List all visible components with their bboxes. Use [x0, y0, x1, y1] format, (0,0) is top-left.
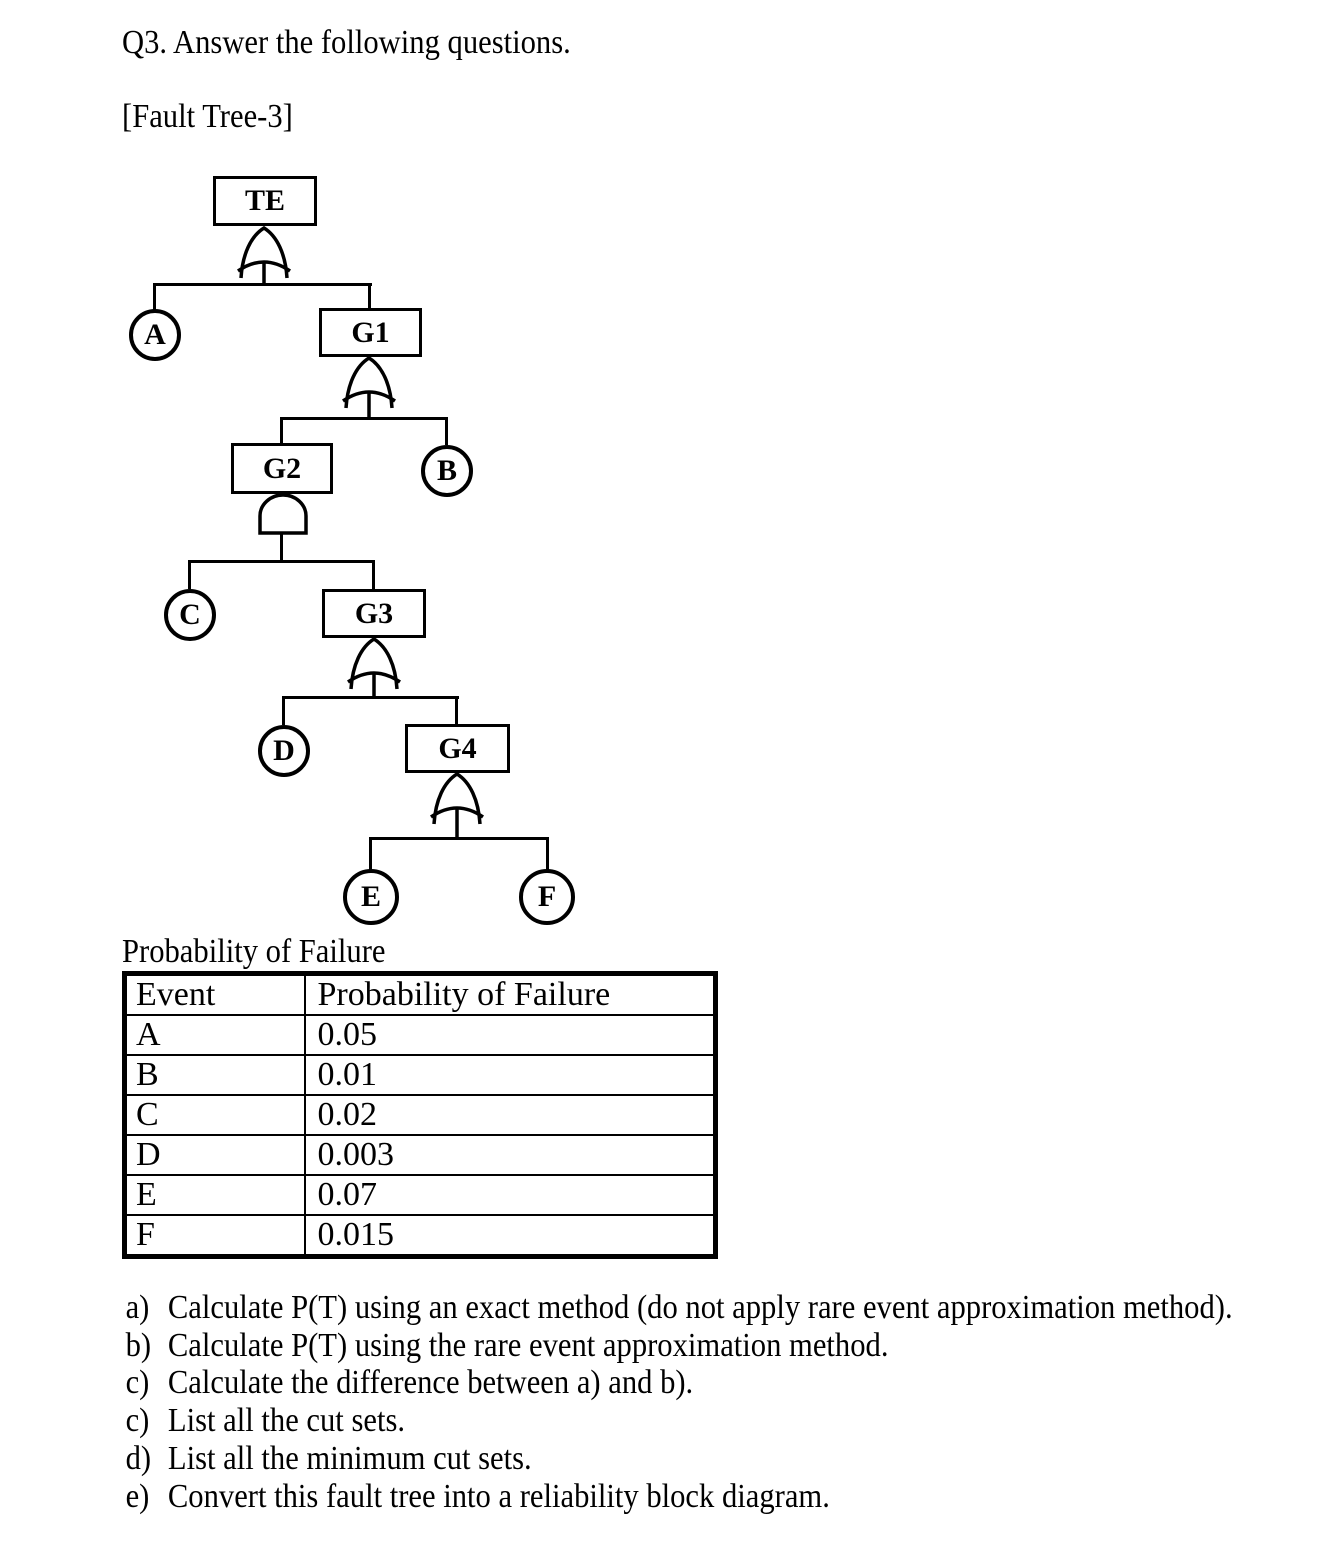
- event-circle-a: A: [129, 309, 181, 361]
- connector-line: [282, 696, 285, 725]
- or-gate-icon: [342, 356, 396, 420]
- question-item: e) Convert this fault tree into a reliab…: [122, 1478, 1233, 1516]
- probability-cell: 0.05: [303, 1014, 717, 1056]
- node-box-g1: G1: [319, 308, 422, 357]
- page-title: Q3. Answer the following questions.: [122, 24, 571, 61]
- connector-line: [445, 417, 448, 445]
- node-box-g2: G2: [231, 443, 333, 494]
- or-gate-icon: [347, 637, 401, 699]
- probability-cell: 0.07: [303, 1174, 717, 1216]
- question-item: c) List all the cut sets.: [122, 1402, 1233, 1440]
- question-item: a) Calculate P(T) using an exact method …: [122, 1289, 1233, 1327]
- connector-line: [282, 696, 459, 699]
- question-label: a): [125, 1289, 150, 1326]
- node-label-g3: G3: [354, 596, 394, 630]
- event-cell: E: [123, 1174, 306, 1216]
- question-text: List all the minimum cut sets.: [167, 1439, 532, 1477]
- question-item: d) List all the minimum cut sets.: [122, 1440, 1233, 1478]
- probability-cell: 0.015: [303, 1214, 717, 1258]
- event-label-a: A: [144, 318, 166, 351]
- connector-line: [188, 560, 375, 563]
- question-label: e): [125, 1477, 150, 1515]
- event-label-b: B: [436, 454, 457, 487]
- question-text: List all the cut sets.: [167, 1402, 406, 1440]
- connector-line: [369, 837, 372, 870]
- question-label: d): [125, 1439, 152, 1477]
- question-text: Convert this fault tree into a reliabili…: [167, 1477, 830, 1515]
- event-cell: D: [123, 1134, 306, 1176]
- event-cell: F: [123, 1214, 306, 1258]
- event-cell: C: [123, 1094, 306, 1136]
- node-label-g2: G2: [262, 451, 302, 485]
- table-row: D 0.003: [123, 1134, 717, 1176]
- event-circle-d: D: [258, 725, 310, 777]
- question-text: Calculate the difference between a) and …: [167, 1364, 694, 1402]
- table-row: C 0.02: [123, 1094, 717, 1136]
- question-text: Calculate P(T) using the rare event appr…: [167, 1326, 889, 1364]
- connector-line: [546, 837, 549, 870]
- or-gate-icon: [430, 772, 484, 840]
- table-header-event: Event: [123, 972, 306, 1016]
- event-label-f: F: [537, 880, 557, 913]
- connector-line: [369, 837, 549, 840]
- event-circle-b: B: [421, 445, 473, 497]
- node-label-te: TE: [244, 184, 286, 217]
- probability-table: Event Probability of Failure A 0.05 B 0.…: [122, 971, 718, 1259]
- event-circle-e: E: [343, 869, 399, 925]
- question-item: c) Calculate the difference between a) a…: [122, 1364, 1233, 1402]
- event-label-e: E: [360, 880, 381, 913]
- connector-line: [280, 417, 448, 420]
- connector-line: [280, 532, 283, 562]
- node-label-g4: G4: [438, 731, 477, 765]
- probability-cell: 0.02: [303, 1094, 717, 1136]
- table-caption: Probability of Failure: [122, 933, 386, 970]
- event-cell: A: [123, 1014, 306, 1056]
- table-row: E 0.07: [123, 1174, 717, 1216]
- connector-line: [280, 417, 283, 444]
- connector-line: [372, 560, 375, 590]
- event-label-c: C: [179, 598, 201, 631]
- connector-line: [455, 696, 458, 725]
- or-gate-icon: [237, 226, 291, 286]
- event-label-d: D: [273, 734, 295, 767]
- table-header-probability: Probability of Failure: [303, 972, 717, 1016]
- connector-line: [188, 560, 191, 589]
- probability-cell: 0.01: [303, 1054, 717, 1096]
- question-label: b): [125, 1326, 152, 1364]
- question-label: c): [125, 1402, 150, 1440]
- questions-list: a) Calculate P(T) using an exact method …: [122, 1289, 1317, 1515]
- event-circle-c: C: [164, 589, 216, 641]
- table-row: A 0.05: [123, 1014, 717, 1056]
- node-label-g1: G1: [351, 315, 390, 349]
- table-header-row: Event Probability of Failure: [123, 972, 717, 1016]
- question-text: Calculate P(T) using an exact method (do…: [167, 1289, 1233, 1326]
- connector-line: [153, 283, 156, 310]
- table-row: F 0.015: [123, 1214, 717, 1258]
- node-box-g4: G4: [405, 724, 510, 773]
- node-box-g3: G3: [322, 589, 426, 638]
- node-box-te: TE: [213, 176, 317, 226]
- and-gate-icon: [258, 493, 308, 535]
- event-circle-f: F: [519, 869, 575, 925]
- question-item: b) Calculate P(T) using the rare event a…: [122, 1327, 1233, 1365]
- connector-line: [153, 283, 372, 286]
- table-row: B 0.01: [123, 1054, 717, 1096]
- question-label: c): [125, 1364, 150, 1402]
- connector-line: [368, 283, 371, 309]
- probability-cell: 0.003: [303, 1134, 717, 1176]
- fault-tree-section-label: [Fault Tree-3]: [122, 98, 293, 135]
- event-cell: B: [123, 1054, 306, 1096]
